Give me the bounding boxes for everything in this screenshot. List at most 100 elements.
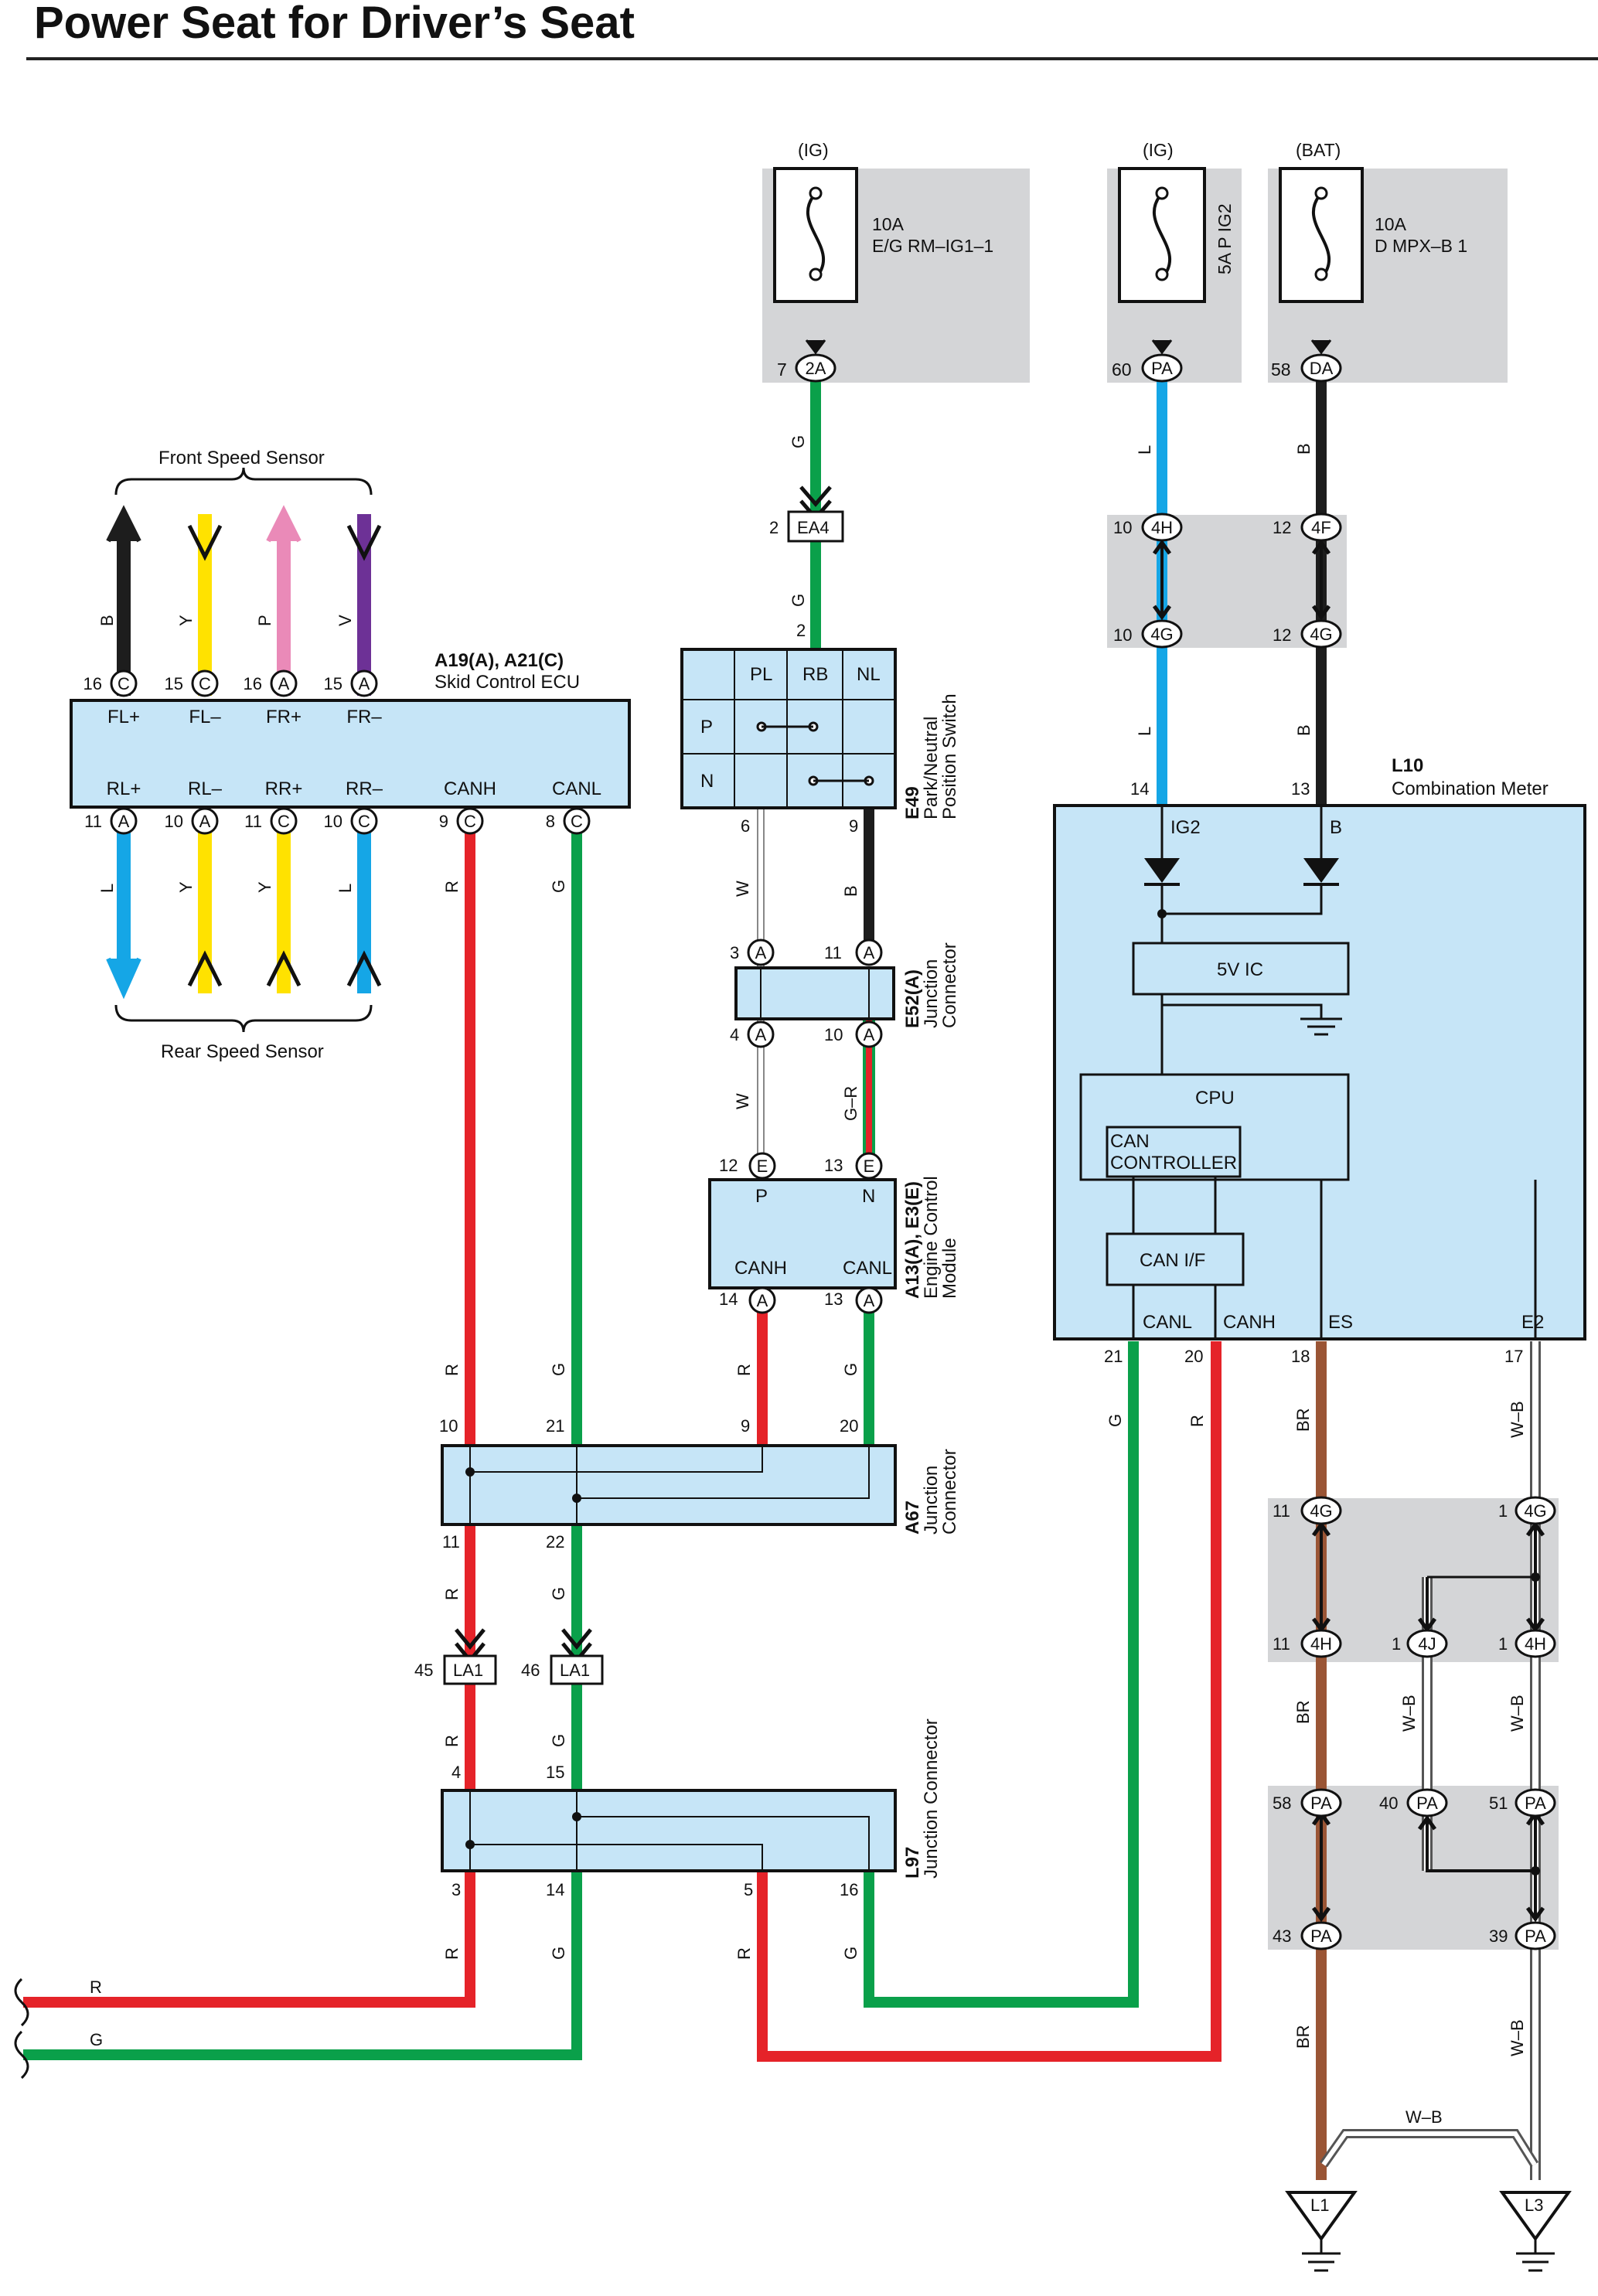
fuse-icon bbox=[1311, 192, 1331, 280]
connector-pin: PA bbox=[1515, 1788, 1556, 1817]
pin-circle-icon bbox=[748, 1286, 776, 1314]
pin-connector-letter: C bbox=[118, 674, 130, 693]
ground-l3: L3 bbox=[1499, 2191, 1572, 2272]
terminal-label: CANL bbox=[552, 778, 601, 799]
pin-connector-letter: A bbox=[864, 1025, 875, 1044]
connector-pin: E bbox=[855, 1152, 883, 1180]
pin-oval-icon bbox=[1515, 1788, 1556, 1817]
arrow-up-icon bbox=[106, 505, 141, 543]
wire-label: G bbox=[549, 1947, 568, 1960]
component-name: Module bbox=[939, 1238, 960, 1299]
arrow-up-icon bbox=[346, 950, 382, 987]
pin-oval-icon bbox=[1141, 619, 1183, 649]
terminal-label: RR+ bbox=[265, 778, 303, 799]
wire-label: W bbox=[733, 881, 752, 897]
pin-number: 46 bbox=[521, 1661, 540, 1680]
pin-number: 16 bbox=[244, 674, 262, 693]
wire-label: G–R bbox=[841, 1086, 860, 1121]
switch-col-label: RB bbox=[802, 664, 828, 685]
component-code: E49 bbox=[902, 786, 923, 819]
wire-label: R bbox=[442, 1947, 462, 1960]
connector-pin: PA bbox=[1300, 1788, 1342, 1817]
terminal-label: IG2 bbox=[1170, 817, 1201, 838]
connector-pin: 2A bbox=[795, 353, 836, 383]
terminal-label: P bbox=[755, 1186, 768, 1207]
pin-circle-icon bbox=[191, 807, 219, 835]
connector-pin: A bbox=[747, 1020, 775, 1048]
pin-number: 9 bbox=[741, 1416, 750, 1436]
pin-number: 1 bbox=[1392, 1634, 1401, 1654]
component-code: A13(A), E3(E) bbox=[902, 1181, 923, 1299]
pin-circle-icon bbox=[110, 807, 138, 835]
pin-connector-code: 4F bbox=[1311, 518, 1331, 537]
wire-label: W–B bbox=[1508, 1401, 1527, 1438]
junction-connector-e52: 3 11 4 10 E52(A) Junction Connector W G–… bbox=[730, 942, 960, 1121]
pin-number: 9 bbox=[849, 816, 858, 836]
pin-number: 8 bbox=[546, 812, 555, 831]
connector-pin: 4H bbox=[1141, 513, 1183, 542]
pin-circle-icon bbox=[350, 669, 378, 697]
diode-icon bbox=[1303, 858, 1339, 883]
wire-label: R bbox=[442, 1588, 462, 1600]
pin-connector-code: DA bbox=[1310, 359, 1334, 378]
pin-oval-icon bbox=[1300, 513, 1342, 542]
sensor-label: Front Speed Sensor bbox=[158, 448, 325, 468]
connector-pin: DA bbox=[1300, 353, 1342, 383]
pin-number: 2 bbox=[796, 621, 806, 640]
pin-circle-icon bbox=[270, 807, 298, 835]
wire-label: BR bbox=[1293, 1408, 1313, 1432]
pin-number: 3 bbox=[451, 1880, 461, 1899]
pin-number: 4 bbox=[730, 1025, 739, 1044]
wire-label: L bbox=[97, 884, 117, 893]
arrow-up-icon bbox=[187, 950, 223, 987]
pin-number: 13 bbox=[1291, 779, 1310, 799]
connector-body bbox=[441, 1444, 897, 1526]
pin-connector-code: 4H bbox=[1525, 1634, 1546, 1654]
component-code: L10 bbox=[1392, 755, 1423, 776]
pin-connector-code: 4G bbox=[1524, 1501, 1546, 1521]
pin-number: 2 bbox=[769, 518, 779, 537]
pin-circle-icon bbox=[747, 938, 775, 966]
fuse-box-eg-rm-ig1: 10A E/G RM–IG1–1 (IG) 7 bbox=[762, 140, 1030, 383]
pin-number: 10 bbox=[439, 1416, 458, 1436]
connector-pin: A bbox=[350, 669, 378, 697]
pin-number: 4 bbox=[451, 1763, 461, 1782]
switch-row-label: N bbox=[700, 771, 714, 792]
pin-number: 11 bbox=[824, 943, 842, 962]
wire-r-canh-skid bbox=[23, 821, 475, 2008]
arrow-down-icon bbox=[346, 524, 382, 561]
arrow-up-icon bbox=[266, 505, 302, 543]
chevron-up-icon bbox=[1417, 1814, 1437, 1831]
component-name: Engine Control bbox=[921, 1176, 942, 1299]
wire-label: W–B bbox=[1399, 1695, 1419, 1732]
fuse-name: D MPX–B 1 bbox=[1375, 236, 1467, 256]
pin-oval-icon bbox=[1406, 1629, 1448, 1658]
wire-r-meter-canh bbox=[757, 1341, 1221, 2062]
wire-label: V bbox=[336, 615, 355, 626]
component-name: Connector bbox=[939, 942, 960, 1028]
pin-circle-icon bbox=[748, 1152, 776, 1180]
wire-label: W–B bbox=[1508, 1695, 1527, 1732]
pin-circle-icon bbox=[747, 1020, 775, 1048]
pin-number: 11 bbox=[244, 812, 262, 831]
connector-label: LA1 bbox=[453, 1661, 483, 1680]
pin-number: 10 bbox=[1113, 518, 1132, 537]
connector-pin: A bbox=[748, 1286, 776, 1314]
pin-connector-code: 4G bbox=[1310, 625, 1332, 644]
wire-label: L bbox=[1135, 445, 1154, 455]
pin-connector-letter: A bbox=[864, 1291, 875, 1310]
connector-pin: C bbox=[350, 807, 378, 835]
switch-col-label: PL bbox=[750, 664, 772, 685]
wire-wb-bridge-outline bbox=[1320, 2129, 1539, 2168]
pin-oval-icon bbox=[1515, 1921, 1556, 1950]
pin-oval-icon bbox=[1515, 1629, 1556, 1658]
pin-connector-code: PA bbox=[1151, 359, 1173, 378]
connector-pin: C bbox=[110, 669, 138, 697]
wire-label: P bbox=[255, 615, 274, 626]
connector-la1: LA1 LA1 45 46 R G bbox=[414, 1628, 604, 1747]
fuse-name: 5A P IG2 bbox=[1215, 203, 1235, 274]
connector-pin: 4H bbox=[1515, 1629, 1556, 1658]
pin-number: 60 bbox=[1112, 359, 1132, 380]
wire-label: B bbox=[1294, 724, 1313, 736]
component-name: Park/Neutral bbox=[921, 717, 942, 819]
